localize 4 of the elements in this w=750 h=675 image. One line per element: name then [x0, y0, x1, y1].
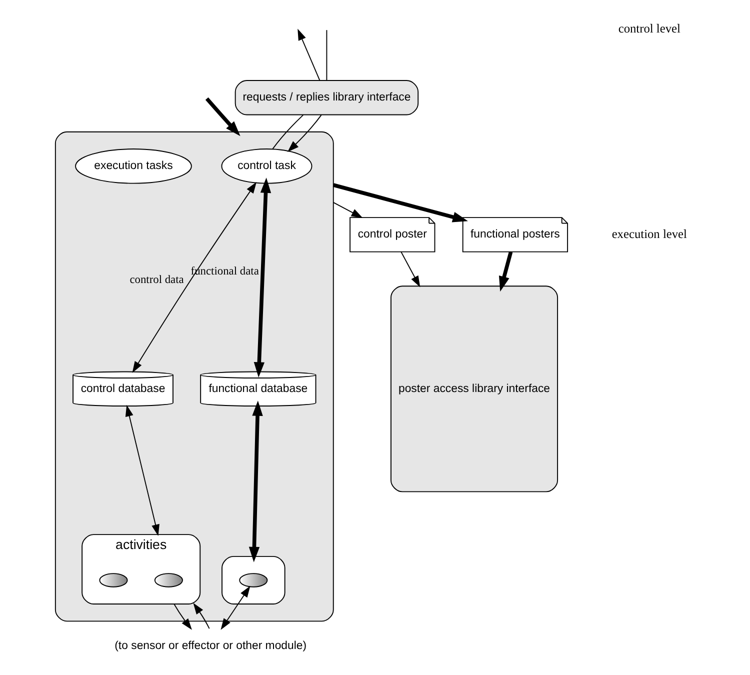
node-text: (to sensor or effector or other module) [114, 640, 306, 652]
label: execution level [611, 226, 686, 241]
label: control level [618, 21, 680, 36]
edge-label: control data [129, 274, 184, 286]
